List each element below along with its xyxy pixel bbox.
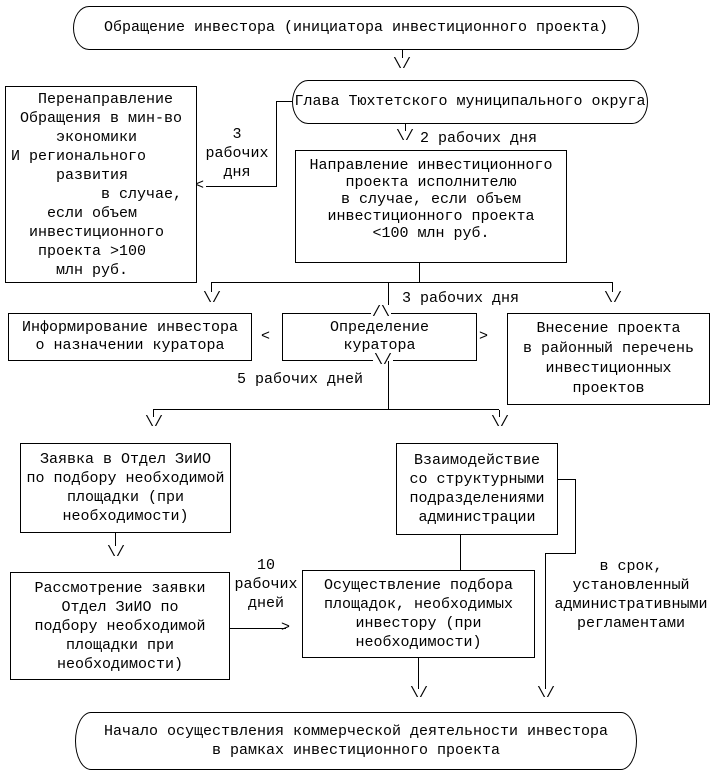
connector-request-down xyxy=(115,533,116,546)
branch-1-left-leg xyxy=(211,283,212,292)
box-site-selection: Осуществление подбора площадок, необходи… xyxy=(302,570,535,658)
box-registry-entry: Внесение проекта в районный перечень инв… xyxy=(507,313,710,405)
connector-review-arrow-line xyxy=(230,628,286,629)
label-admin-term: в срок, установленный административными … xyxy=(554,558,708,632)
connector-head-left-arrow-line xyxy=(206,186,276,187)
label-5-working-days: 5 рабочих дней xyxy=(237,371,364,388)
connector-head-left-h xyxy=(276,101,292,102)
connector-interaction-right-h xyxy=(558,479,576,480)
arrow-down-icon: \/ xyxy=(107,544,126,561)
branch-2-right-leg xyxy=(499,410,500,417)
box-site-request: Заявка в Отдел ЗиИО по подбору необходим… xyxy=(20,443,231,533)
label-3-working-days: 3 рабочих дня xyxy=(402,290,520,307)
connector-right-jog-h xyxy=(545,553,576,554)
box-commercial-start: Начало осуществления коммерческой деятел… xyxy=(75,712,637,770)
connector-head-down xyxy=(405,124,406,131)
arrow-down-icon: \/ xyxy=(203,290,222,307)
branch-1-horizontal xyxy=(211,282,613,283)
arrow-left-icon: < xyxy=(195,177,205,194)
arrow-down-icon: \/ xyxy=(396,128,415,145)
arrow-down-icon: \/ xyxy=(537,685,556,702)
box-head-of-district: Глава Тюхтетского муниципального округа xyxy=(292,80,648,124)
connector-interaction-right-v xyxy=(575,479,576,554)
arrow-down-icon: \/ xyxy=(604,290,623,307)
label-2-working-days: 2 рабочих дня xyxy=(420,130,538,147)
arrow-right-icon: > xyxy=(281,619,291,636)
connector-selection-down xyxy=(418,658,419,689)
box-redirect-ministry: Перенаправление Обращения в мин-во эконо… xyxy=(5,86,197,283)
arrow-right-icon: > xyxy=(479,328,489,345)
branch-2-horizontal xyxy=(153,409,499,410)
box-investor-appeal: Обращение инвестора (инициатора инвестиц… xyxy=(73,6,639,50)
box-admin-interaction: Взаимодействие со структурными подраздел… xyxy=(396,443,558,535)
arrow-down-icon: \/ xyxy=(410,685,429,702)
connector-direction-down xyxy=(419,263,420,283)
connector-head-left-v xyxy=(276,101,277,187)
label-3-working-days-stacked: 3 рабочих дня xyxy=(205,126,269,181)
connector-appeal-down xyxy=(402,50,403,58)
arrow-down-icon: \/ xyxy=(373,352,394,369)
label-10-working-days-stacked: 10 рабочих дней xyxy=(234,557,298,612)
branch-1-right-leg xyxy=(612,283,613,292)
box-request-review: Рассмотрение заявки Отдел ЗиИО по подбор… xyxy=(10,572,230,680)
connector-right-jog-v xyxy=(545,553,546,689)
connector-interaction-down xyxy=(460,535,461,570)
arrow-down-icon: \/ xyxy=(393,56,412,73)
box-project-direction: Направление инвестиционного проекта испо… xyxy=(295,150,567,263)
box-investor-inform: Информирование инвестора о назначении ку… xyxy=(8,313,252,361)
connector-curator-down xyxy=(388,361,389,409)
branch-2-left-leg xyxy=(153,410,154,417)
arrow-down-icon: \/ xyxy=(491,414,510,431)
arrow-left-icon: < xyxy=(261,328,271,345)
arrow-down-icon: \/ xyxy=(145,414,164,431)
arrow-up-icon: /\ xyxy=(371,304,392,321)
branch-1-middle-leg xyxy=(388,283,389,313)
